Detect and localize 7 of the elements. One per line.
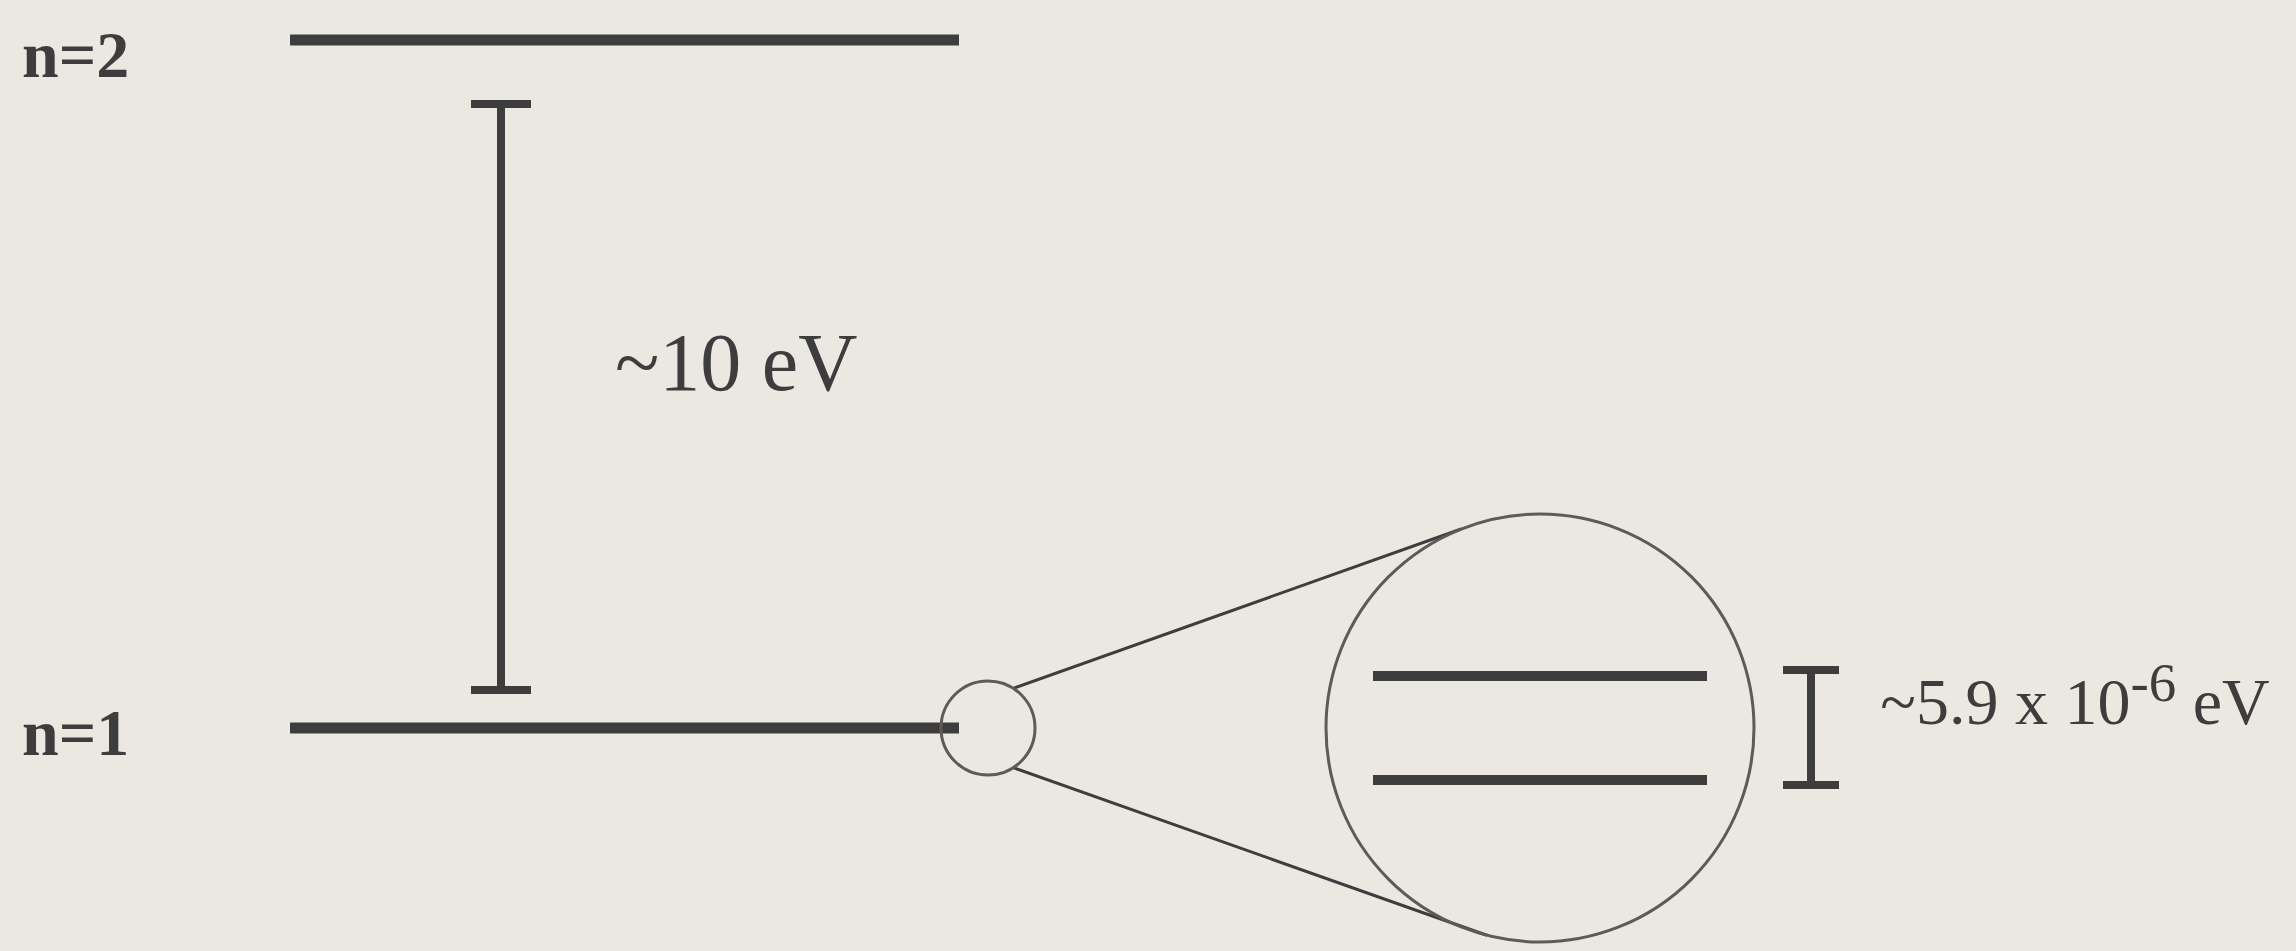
zoom-circle (1324, 512, 1756, 944)
zoom-line (1012, 527, 1462, 690)
level-label: n=1 (22, 700, 130, 766)
magnifier-circle (939, 679, 1037, 777)
energy-gap-label: ~10 eV (615, 322, 858, 404)
energy-splitting-label: ~5.9 x 10$^{-6}$ eV (1880, 651, 2270, 740)
level-label: n=2 (22, 22, 130, 88)
